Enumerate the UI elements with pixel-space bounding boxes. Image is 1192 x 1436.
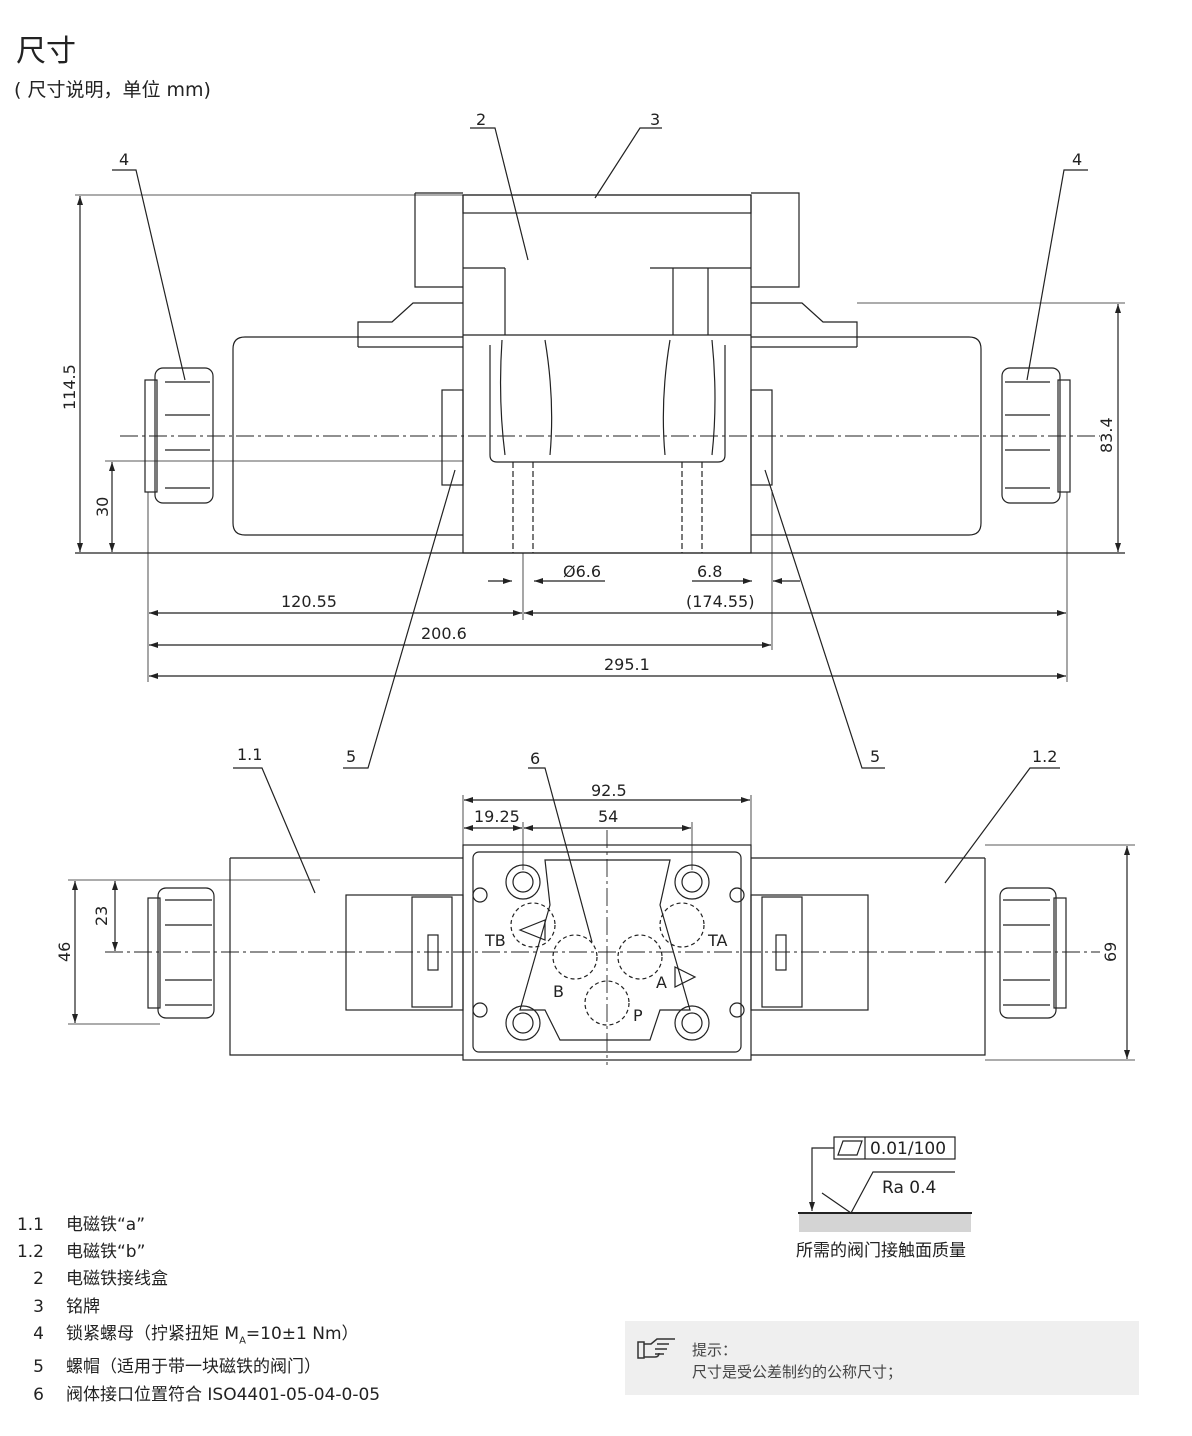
callout-4-left: 4 <box>119 150 129 169</box>
legend-text: 电磁铁“b” <box>66 1242 146 1263</box>
legend-item: 1.2 电磁铁“b” <box>14 1239 380 1266</box>
port-ta: TA <box>707 931 728 950</box>
top-view <box>75 127 1125 769</box>
surface-quality-symbol <box>798 1136 972 1214</box>
legend-num: 2 <box>33 1269 44 1290</box>
pointing-hand-icon <box>637 1338 675 1359</box>
port-a: A <box>656 973 667 992</box>
callout-2: 2 <box>476 110 486 129</box>
surface-hatch <box>799 1214 971 1232</box>
legend-text: 阀体接口位置符合 ISO4401-05-04-0-05 <box>66 1384 381 1405</box>
dim-46: 46 <box>55 942 74 962</box>
dim-69: 69 <box>1101 942 1120 962</box>
legend-text: 锁紧螺母（拧紧扭矩 MA=10±1 Nm） <box>66 1321 359 1355</box>
dim-54: 54 <box>598 807 618 826</box>
callout-1-1: 1.1 <box>237 745 262 764</box>
callout-6: 6 <box>530 749 540 768</box>
callout-4-right: 4 <box>1072 150 1082 169</box>
dim-23: 23 <box>92 906 111 926</box>
dim-295-1: 295.1 <box>604 655 650 674</box>
legend-num: 5 <box>33 1357 44 1378</box>
dim-83-4: 83.4 <box>1097 417 1116 453</box>
legend-item: 5 螺帽（适用于带一块磁铁的阀门） <box>14 1354 380 1381</box>
legend-num: 3 <box>33 1296 44 1317</box>
legend-text-post: =10±1 Nm） <box>245 1323 359 1344</box>
callout-1-2: 1.2 <box>1032 747 1057 766</box>
legend-item: 1.1 电磁铁“a” <box>14 1212 380 1239</box>
legend-text: 电磁铁接线盒 <box>66 1269 168 1290</box>
dim-30: 30 <box>93 497 112 517</box>
callout-3: 3 <box>650 110 660 129</box>
legend-item: 2 电磁铁接线盒 <box>14 1266 380 1293</box>
page-title: 尺寸 <box>16 34 76 69</box>
legend-num: 6 <box>33 1384 44 1405</box>
legend-subscript: A <box>239 1335 246 1347</box>
legend-item: 3 铭牌 <box>14 1294 380 1321</box>
dim-92-5: 92.5 <box>591 781 627 800</box>
port-p: P <box>633 1006 643 1025</box>
legend-item: 6 阀体接口位置符合 ISO4401-05-04-0-05 <box>14 1382 380 1409</box>
legend-text: 铭牌 <box>66 1296 100 1317</box>
dim-19-25: 19.25 <box>474 807 520 826</box>
port-tb: TB <box>484 931 506 950</box>
note-text: 尺寸是受公差制约的公称尺寸； <box>692 1363 903 1381</box>
note-box: 提示： 尺寸是受公差制约的公称尺寸； <box>625 1321 1139 1395</box>
legend-text: 电磁铁“a” <box>66 1215 146 1235</box>
dim-120-55: 120.55 <box>281 592 337 611</box>
port-b: B <box>553 982 564 1001</box>
legend-num: 1.1 <box>16 1215 44 1235</box>
parts-legend: 1.1 电磁铁“a” 1.2 电磁铁“b” 2 电磁铁接线盒 3 铭牌 4 锁紧螺母（拧紧… <box>14 1212 380 1409</box>
dim-200-6: 200.6 <box>421 624 467 643</box>
note-heading: 提示： <box>692 1341 738 1359</box>
legend-num: 1.2 <box>16 1242 44 1263</box>
page-subtitle: ( 尺寸说明，单位 mm) <box>14 79 211 101</box>
legend-num: 4 <box>33 1323 44 1344</box>
callout-5-right: 5 <box>870 747 880 766</box>
legend-text: 螺帽（适用于带一块磁铁的阀门） <box>66 1357 321 1378</box>
bottom-view <box>68 767 1135 1065</box>
roughness-value: Ra 0.4 <box>882 1178 936 1198</box>
callout-5-left: 5 <box>346 747 356 766</box>
legend-item: 4 锁紧螺母（拧紧扭矩 MA=10±1 Nm） <box>14 1321 380 1355</box>
flatness-value: 0.01/100 <box>870 1139 946 1159</box>
dim-114-5: 114.5 <box>60 364 79 410</box>
dim-hole-dia: Ø6.6 <box>563 562 601 581</box>
surface-quality-label: 所需的阀门接触面质量 <box>796 1241 966 1261</box>
dim-174-55: (174.55) <box>686 592 754 611</box>
legend-text-pre: 锁紧螺母（拧紧扭矩 M <box>66 1323 240 1344</box>
dim-6-8: 6.8 <box>697 562 722 581</box>
